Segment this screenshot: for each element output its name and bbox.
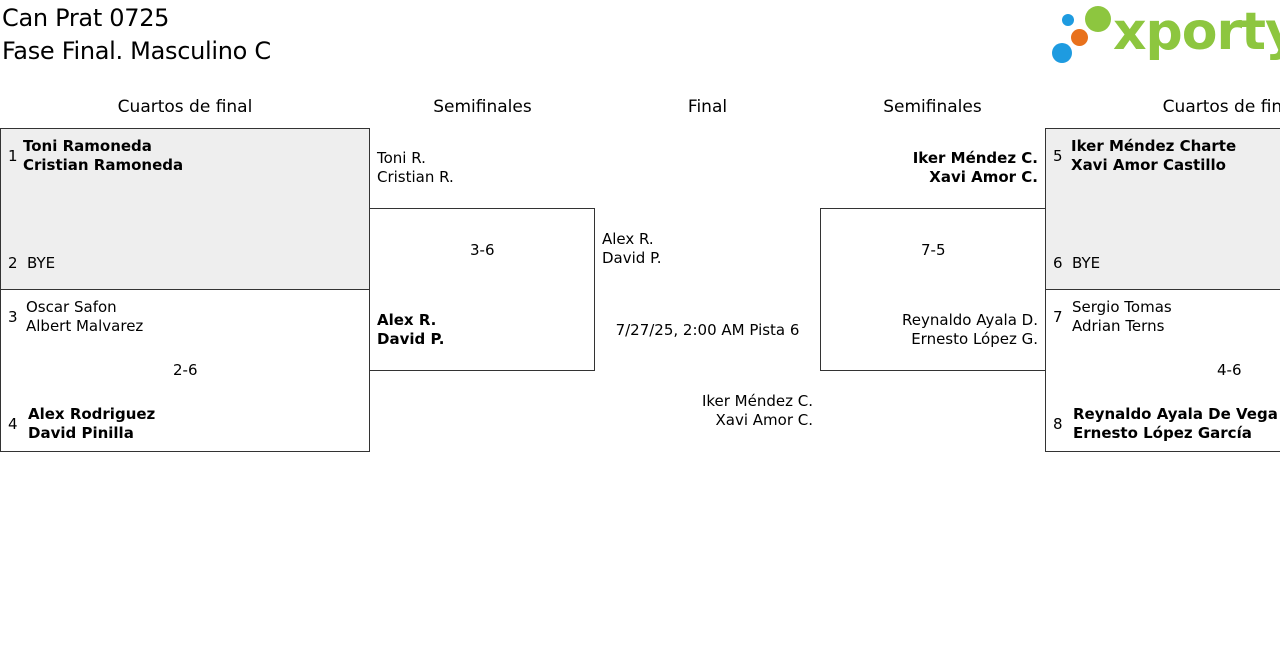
seed-number: 4 (8, 415, 18, 433)
seed-number: 8 (1053, 415, 1063, 433)
player-name: Xavi Amor C. (929, 168, 1038, 186)
team-entry: Alex Rodriguez David Pinilla (28, 405, 155, 443)
player-name: Iker Méndez Charte (1071, 137, 1237, 155)
player-name: Iker Méndez C. (912, 149, 1038, 167)
logo-dot-orange (1071, 29, 1088, 46)
logo-dot-green (1085, 6, 1111, 32)
qf-right-match-1[interactable]: 5 Iker Méndez Charte Xavi Amor Castillo … (1045, 128, 1280, 290)
qf-left-match-1[interactable]: 1 Toni Ramoneda Cristian Ramoneda 2 BYE (0, 128, 370, 290)
player-name: Albert Malvarez (26, 317, 144, 335)
player-name: Xavi Amor Castillo (1071, 156, 1226, 174)
column-header-sf-left: Semifinales (433, 97, 532, 117)
seed-number: 3 (8, 308, 18, 326)
seed-number: 2 (8, 254, 18, 272)
player-name: David P. (602, 249, 662, 267)
player-name: Sergio Tomas (1072, 298, 1172, 316)
player-name: Ernesto López García (1073, 424, 1252, 442)
column-header-qf-right: Cuartos de final (1162, 97, 1280, 117)
player-name: Toni Ramoneda (23, 137, 152, 155)
seed-number: 5 (1053, 147, 1063, 165)
player-name: Alex R. (377, 311, 437, 329)
match-score: 3-6 (470, 241, 495, 259)
seed-number: 1 (8, 147, 18, 165)
match-score: 2-6 (173, 361, 198, 379)
qf-right-match-2[interactable]: 7 Sergio Tomas Adrian Terns 4-6 8 Reynal… (1045, 289, 1280, 452)
player-name: Cristian Ramoneda (23, 156, 184, 174)
player-name: Alex Rodriguez (28, 405, 156, 423)
player-name: David P. (377, 330, 445, 348)
logo-dot-blue-small (1062, 14, 1074, 26)
player-name: Reynaldo Ayala De Vega (1073, 405, 1278, 423)
logo-text: xporty (1113, 2, 1280, 62)
seed-number: 6 (1053, 254, 1063, 272)
xporty-logo: xporty (1050, 2, 1280, 68)
player-name: Alex R. (602, 230, 654, 248)
qf-left-match-2[interactable]: 3 Oscar Safon Albert Malvarez 2-6 4 Alex… (0, 289, 370, 452)
match-score: 7-5 (921, 241, 946, 259)
final-team-b: Iker Méndez C. Xavi Amor C. (620, 392, 813, 430)
player-name: Ernesto López G. (911, 330, 1038, 348)
sf-right-match[interactable]: 7-5 Reynaldo Ayala D. Ernesto López G. (820, 208, 1046, 371)
player-name: Cristian R. (377, 168, 454, 186)
bye-label: BYE (27, 254, 56, 272)
player-name: Reynaldo Ayala D. (902, 311, 1038, 329)
sf-left-match[interactable]: 3-6 Alex R. David P. (369, 208, 595, 371)
logo-dot-blue-large (1052, 43, 1072, 63)
player-name: David Pinilla (28, 424, 134, 442)
player-name: Oscar Safon (26, 298, 117, 316)
tournament-title: Can Prat 0725 (2, 4, 170, 32)
sf-right-team-a: Iker Méndez C. Xavi Amor C. (820, 149, 1038, 187)
column-header-qf-left: Cuartos de final (117, 97, 253, 117)
match-score: 4-6 (1217, 361, 1242, 379)
player-name: Xavi Amor C. (715, 411, 813, 429)
team-entry: Sergio Tomas Adrian Terns (1072, 298, 1172, 336)
team-entry: Oscar Safon Albert Malvarez (26, 298, 143, 336)
team-entry: Reynaldo Ayala D. Ernesto López G. (821, 311, 1038, 349)
player-name: Iker Méndez C. (701, 392, 813, 410)
team-entry: Toni Ramoneda Cristian Ramoneda (23, 137, 183, 175)
column-header-final: Final (687, 97, 728, 117)
player-name: Toni R. (377, 149, 426, 167)
team-entry: Reynaldo Ayala De Vega Ernesto López Gar… (1073, 405, 1278, 443)
final-schedule: 7/27/25, 2:00 AM Pista 6 (615, 321, 800, 339)
player-name: Adrian Terns (1072, 317, 1165, 335)
seed-number: 7 (1053, 308, 1063, 326)
tournament-subtitle: Fase Final. Masculino C (2, 37, 271, 65)
bye-label: BYE (1072, 254, 1101, 272)
sf-left-team-a: Toni R. Cristian R. (377, 149, 454, 187)
final-team-a: Alex R. David P. (602, 230, 662, 268)
team-entry: Alex R. David P. (377, 311, 444, 349)
column-header-sf-right: Semifinales (883, 97, 982, 117)
team-entry: Iker Méndez Charte Xavi Amor Castillo (1071, 137, 1236, 175)
